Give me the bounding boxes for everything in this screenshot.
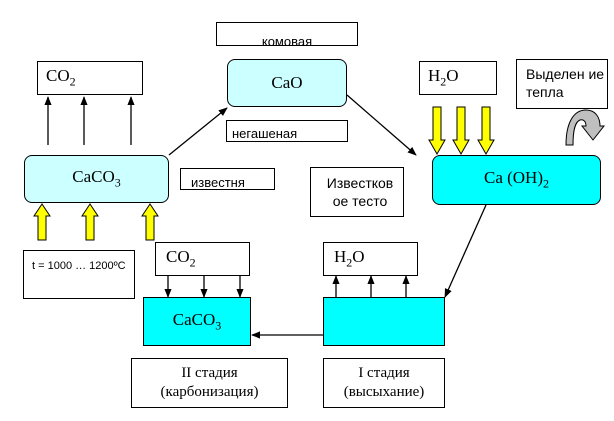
h2o-mid-formula: H2O <box>334 247 365 270</box>
lime-paste-node <box>323 297 445 346</box>
caoh2-formula: Ca (OH)2 <box>483 168 549 191</box>
heat-input-arrow <box>81 203 99 241</box>
h2o-mid-box: H2O <box>323 242 418 276</box>
label-izvestnyaka: известня <box>180 168 275 190</box>
caco3-left-node: CaCO3 <box>24 155 169 203</box>
label-komovaya: комовая <box>216 22 358 46</box>
co2-top-formula: CO2 <box>46 66 76 89</box>
caoh2-to-paste-arrow <box>444 204 487 298</box>
cao-to-caoh2-arrow <box>346 94 417 156</box>
caco3-left-formula: CaCO3 <box>72 167 121 190</box>
label-negashenaya: негашеная <box>226 120 348 142</box>
water-input-arrow <box>477 106 495 156</box>
stage2-label: II стадия (карбонизация) <box>131 358 288 408</box>
co2-mid-box: CO2 <box>155 242 250 276</box>
caco3-bottom-formula: CaCO3 <box>172 309 222 333</box>
caco3-bottom-node: CaCO3 <box>143 297 251 346</box>
water-input-arrow <box>428 106 446 156</box>
water-input-arrow <box>452 106 470 156</box>
cao-formula: CaO <box>271 73 303 92</box>
stage1-label: I стадия (высыхание) <box>323 358 445 408</box>
heat-input-arrow <box>33 203 51 241</box>
label-izvestkovoe-testo: Известков ое тесто <box>310 167 404 217</box>
label-heat-release: Выделен ие тепла <box>516 59 608 109</box>
heat-release-curved-arrow <box>565 109 606 146</box>
heat-input-arrow <box>141 203 159 241</box>
co2-mid-formula: CO2 <box>166 247 196 270</box>
caco3-to-cao-arrow <box>168 107 228 156</box>
label-temperature: t = 1000 … 1200ºC <box>23 250 135 299</box>
h2o-top-formula: H2O <box>428 66 459 89</box>
cao-node: CaO <box>227 59 347 107</box>
co2-top-box: CO2 <box>37 61 143 95</box>
caoh2-node: Ca (OH)2 <box>432 155 601 205</box>
h2o-top-box: H2O <box>419 61 497 95</box>
